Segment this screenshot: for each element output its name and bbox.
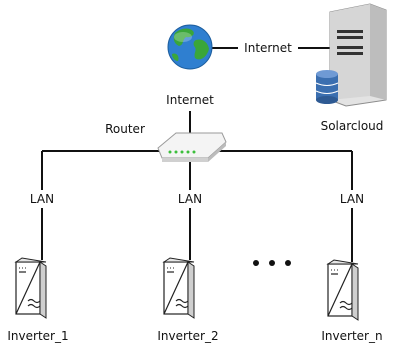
lan-middle-label: LAN	[178, 192, 202, 206]
internet-globe-label: Internet	[166, 93, 214, 107]
router-icon	[157, 132, 227, 162]
lan-right-label: LAN	[340, 192, 364, 206]
globe-icon	[167, 24, 213, 70]
ellipsis-icon	[253, 260, 291, 266]
lan-left-label: LAN	[30, 192, 54, 206]
router-label: Router	[105, 122, 145, 136]
inverter-2-label: Inverter_2	[157, 329, 218, 343]
inverter-1-label: Inverter_1	[7, 329, 68, 343]
inverter-1-icon	[14, 257, 47, 319]
inverter-n-icon	[326, 259, 359, 321]
inverter-2-icon	[162, 257, 195, 319]
internet-link-label: Internet	[244, 41, 292, 55]
inverter-n-label: Inverter_n	[321, 329, 382, 343]
solarcloud-label: Solarcloud	[321, 119, 384, 133]
database-icon	[315, 70, 339, 104]
server-icon	[315, 3, 387, 107]
